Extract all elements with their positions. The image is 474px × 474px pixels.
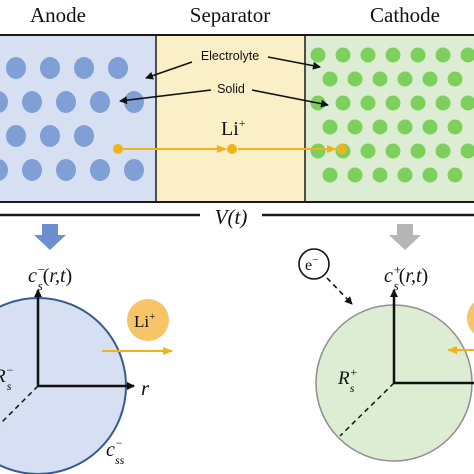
cathode-solid-particle xyxy=(422,119,438,135)
anode-solid-particle xyxy=(74,57,94,79)
cathode-solid-particle xyxy=(310,47,326,63)
cathode-solid-particle xyxy=(372,71,388,87)
anode-solid-particle xyxy=(124,91,144,113)
cathode-solid-particle xyxy=(360,95,376,111)
cathode-radius-line xyxy=(339,382,395,437)
anode-surface-label: c−ss xyxy=(106,436,125,467)
cathode-solid-particle xyxy=(347,119,363,135)
electron-bubble xyxy=(298,248,330,280)
cathode-solid-particle xyxy=(310,143,326,159)
cathode-label: Cathode xyxy=(370,3,440,27)
cathode-solid-particle xyxy=(460,47,474,63)
cathode-radius-label: R+s xyxy=(337,365,358,395)
cathode-solid-particle xyxy=(335,47,351,63)
cathode-li-ion-bubble-partial xyxy=(467,302,474,334)
anode-solid-particle xyxy=(6,125,26,147)
anode-solid-particle xyxy=(56,91,76,113)
cathode-solid-particle xyxy=(360,143,376,159)
cathode-solid-particle xyxy=(397,167,413,183)
cathode-particles xyxy=(310,47,474,183)
anode-solid-particle xyxy=(108,57,128,79)
anode-solid-particle xyxy=(74,125,94,147)
anode-solid-particle xyxy=(0,91,8,113)
cathode-solid-particle xyxy=(360,47,376,63)
separator-region xyxy=(156,35,305,202)
anode-solid-particle xyxy=(90,91,110,113)
cathode-solid-particle xyxy=(447,119,463,135)
cathode-concentration-label: c+s(r,t) xyxy=(384,262,428,293)
anode-solid-particle xyxy=(0,159,8,181)
anode-solid-particle xyxy=(90,159,110,181)
anode-solid-particle xyxy=(40,57,60,79)
cathode-solid-particle xyxy=(372,167,388,183)
cathode-solid-particle xyxy=(435,143,451,159)
cathode-solid-particle xyxy=(435,95,451,111)
li-ion-dot-separator xyxy=(227,144,237,154)
anode-down-arrow xyxy=(34,224,66,250)
cathode-solid-particle xyxy=(322,167,338,183)
anode-solid-particle xyxy=(6,57,26,79)
cathode-solid-particle xyxy=(410,143,426,159)
cathode-down-arrow xyxy=(389,224,421,250)
cathode-solid-particle xyxy=(385,47,401,63)
cathode-solid-particle xyxy=(385,143,401,159)
voltage-label: V(t) xyxy=(215,205,248,229)
electron-label: e− xyxy=(305,254,318,274)
cathode-solid-particle xyxy=(397,71,413,87)
cathode-solid-particle xyxy=(447,71,463,87)
anode-radius-label: R−s xyxy=(0,363,14,393)
cathode-solid-particle xyxy=(460,95,474,111)
anode-particles xyxy=(0,57,144,181)
electrolyte-label: Electrolyte xyxy=(201,49,259,63)
li-ion-dot-anode xyxy=(113,144,123,154)
anode-solid-particle xyxy=(22,159,42,181)
solid-arrow-left xyxy=(119,89,212,105)
cathode-solid-particle xyxy=(447,167,463,183)
anode-solid-particle xyxy=(56,159,76,181)
solid-arrow-right xyxy=(251,89,329,108)
cathode-solid-particle xyxy=(422,167,438,183)
electrolyte-arrow-left xyxy=(145,61,193,80)
anode-solid-particle xyxy=(40,125,60,147)
cathode-solid-particle xyxy=(422,71,438,87)
li-ion-dot-cathode xyxy=(337,144,347,154)
cathode-solid-particle xyxy=(460,143,474,159)
anode-label: Anode xyxy=(30,3,86,27)
cathode-solid-particle xyxy=(410,95,426,111)
cathode-solid-particle xyxy=(322,71,338,87)
cathode-solid-particle xyxy=(347,167,363,183)
cathode-solid-particle xyxy=(410,47,426,63)
anode-r-axis-label: r xyxy=(141,376,150,400)
anode-radius-line xyxy=(0,385,39,426)
cathode-solid-particle xyxy=(322,119,338,135)
cathode-solid-particle xyxy=(385,95,401,111)
anode-solid-particle xyxy=(124,159,144,181)
li-ion-label: Li+ xyxy=(221,116,246,140)
electrolyte-arrow-right xyxy=(267,56,321,70)
solid-label: Solid xyxy=(217,82,245,96)
cathode-solid-particle xyxy=(372,119,388,135)
cathode-solid-particle xyxy=(397,119,413,135)
separator-label: Separator xyxy=(190,3,270,27)
cathode-solid-particle xyxy=(335,95,351,111)
anode-li-ion-label: Li+ xyxy=(134,311,155,331)
anode-li-ion-bubble xyxy=(127,299,169,341)
electron-arrow xyxy=(326,277,353,305)
cathode-solid-particle xyxy=(347,71,363,87)
anode-solid-particle xyxy=(22,91,42,113)
cathode-solid-particle xyxy=(435,47,451,63)
anode-concentration-label: c−s(r,t) xyxy=(28,262,72,293)
